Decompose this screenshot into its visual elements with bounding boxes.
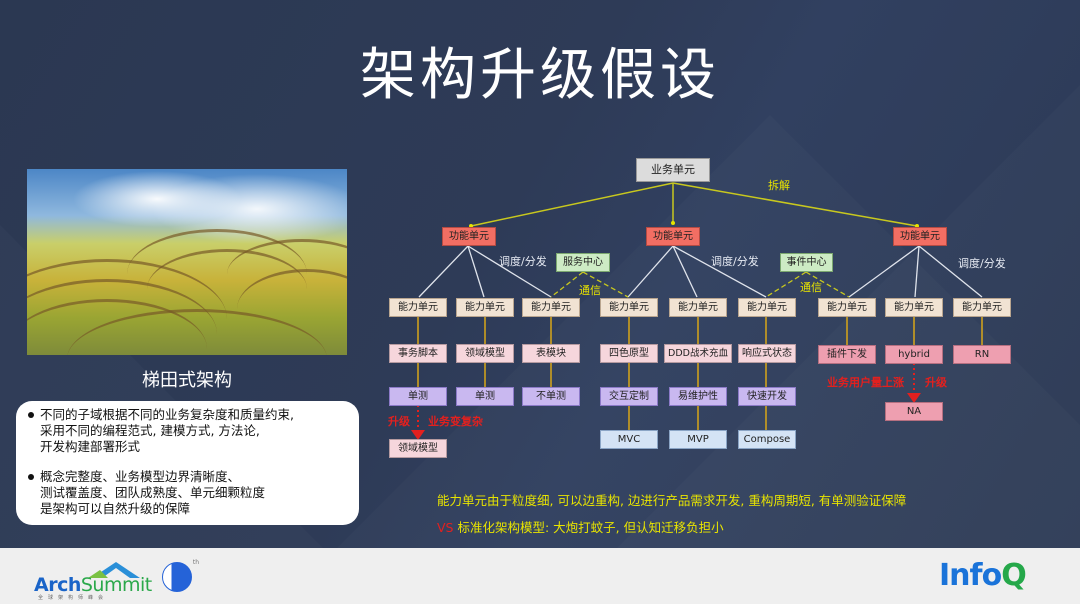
test-node: 单测 bbox=[389, 387, 447, 406]
infoq-logo: InfoQ bbox=[939, 558, 1027, 593]
quality-node: 易维护性 bbox=[669, 387, 727, 406]
pattern-node: 四色原型 bbox=[600, 344, 658, 363]
capability-unit-node: 能力单元 bbox=[456, 298, 514, 317]
mountain-icon bbox=[88, 562, 140, 578]
dispatch-label: 调度/分发 bbox=[499, 255, 547, 268]
upgrade-reason-label: 业务变复杂 bbox=[428, 415, 483, 428]
summary-line-1: 能力单元由于粒度细, 可以边重构, 边进行产品需求开发, 重构周期短, 有单测验… bbox=[437, 493, 907, 508]
capability-unit-node: 能力单元 bbox=[389, 298, 447, 317]
dispatch-label: 调度/分发 bbox=[711, 255, 759, 268]
business-unit-node: 业务单元 bbox=[636, 158, 710, 182]
pattern-node: 表模块 bbox=[522, 344, 580, 363]
capability-unit-node: 能力单元 bbox=[738, 298, 796, 317]
notes-box: 不同的子域根据不同的业务复杂度和质量约束, 采用不同的编程范式, 建模方式, 方… bbox=[16, 401, 359, 525]
note-line: 测试覆盖度、团队成熟度、单元细颗粒度 bbox=[40, 485, 266, 500]
vs-label: VS bbox=[437, 520, 454, 535]
anniversary-badge-icon: th bbox=[162, 559, 199, 592]
functional-unit-node: 功能单元 bbox=[893, 227, 947, 246]
note-line: 采用不同的编程范式, 建模方式, 方法论, bbox=[40, 423, 260, 438]
upgrade-label: 升级 bbox=[925, 376, 947, 389]
pattern-node: hybrid bbox=[885, 345, 943, 364]
architecture-node: MVC bbox=[600, 430, 658, 449]
pattern-node: DDD战术充血 bbox=[664, 344, 732, 363]
architecture-node: Compose bbox=[738, 430, 796, 449]
functional-unit-node: 功能单元 bbox=[646, 227, 700, 246]
capability-unit-node: 能力单元 bbox=[669, 298, 727, 317]
diagram-connectors bbox=[411, 182, 983, 440]
service-center-node: 服务中心 bbox=[556, 253, 610, 272]
archsummit-subtitle: 全球架构师峰会 bbox=[38, 595, 109, 601]
badge-suffix: th bbox=[192, 559, 199, 566]
slide-title: 架构升级假设 bbox=[360, 43, 720, 108]
communication-label: 通信 bbox=[579, 284, 601, 297]
pattern-node: 插件下发 bbox=[818, 345, 876, 364]
test-node: 单测 bbox=[456, 387, 514, 406]
event-center-node: 事件中心 bbox=[780, 253, 833, 272]
pattern-node: 响应式状态 bbox=[738, 344, 796, 363]
archsummit-wordmark: ArchSummit bbox=[34, 574, 152, 596]
quality-node: 交互定制 bbox=[600, 387, 658, 406]
upgrade-label: 升级 bbox=[388, 415, 410, 428]
functional-unit-node: 功能单元 bbox=[442, 227, 496, 246]
image-caption: 梯田式架构 bbox=[142, 370, 232, 391]
footer-bar: ArchSummit 全球架构师峰会 th InfoQ bbox=[0, 548, 1080, 604]
test-node: 不单测 bbox=[522, 387, 580, 406]
note-bullet-1: 不同的子域根据不同的业务复杂度和质量约束, 采用不同的编程范式, 建模方式, 方… bbox=[28, 407, 349, 455]
pattern-node: 领域模型 bbox=[456, 344, 514, 363]
split-label: 拆解 bbox=[768, 179, 790, 192]
note-line: 是架构可以自然升级的保障 bbox=[40, 501, 191, 516]
pattern-node: 事务脚本 bbox=[389, 344, 447, 363]
capability-unit-node: 能力单元 bbox=[600, 298, 658, 317]
terraced-fields-image bbox=[27, 169, 347, 355]
summary-line-2-text: 标准化架构模型: 大炮打蚊子, 但认知迁移负担小 bbox=[457, 520, 724, 535]
quality-node: 快速开发 bbox=[738, 387, 796, 406]
communication-label: 通信 bbox=[800, 281, 822, 294]
summary-line-2: VS 标准化架构模型: 大炮打蚊子, 但认知迁移负担小 bbox=[437, 517, 724, 536]
capability-unit-node: 能力单元 bbox=[818, 298, 876, 317]
note-line: 开发构建部署形式 bbox=[40, 439, 141, 454]
note-line: 概念完整度、业务模型边界清晰度、 bbox=[40, 469, 241, 484]
capability-unit-node: 能力单元 bbox=[953, 298, 1011, 317]
dispatch-label: 调度/分发 bbox=[958, 257, 1006, 270]
upgrade-reason-label: 业务用户量上涨 bbox=[827, 376, 904, 389]
capability-unit-node: 能力单元 bbox=[522, 298, 580, 317]
slide-background: 架构升级假设 梯田式架构 不同的子域根据不同的业务复杂度和质量约束, 采用不同的… bbox=[0, 0, 1080, 548]
capability-unit-node: 能力单元 bbox=[885, 298, 943, 317]
upgraded-pattern-node: 领域模型 bbox=[389, 439, 447, 458]
upgraded-native-node: NA bbox=[885, 402, 943, 421]
architecture-node: MVP bbox=[669, 430, 727, 449]
note-bullet-2: 概念完整度、业务模型边界清晰度、 测试覆盖度、团队成熟度、单元细颗粒度 是架构可… bbox=[28, 469, 349, 517]
note-line: 不同的子域根据不同的业务复杂度和质量约束, bbox=[40, 407, 294, 422]
pattern-node: RN bbox=[953, 345, 1011, 364]
archsummit-logo: ArchSummit 全球架构师峰会 bbox=[34, 558, 154, 601]
